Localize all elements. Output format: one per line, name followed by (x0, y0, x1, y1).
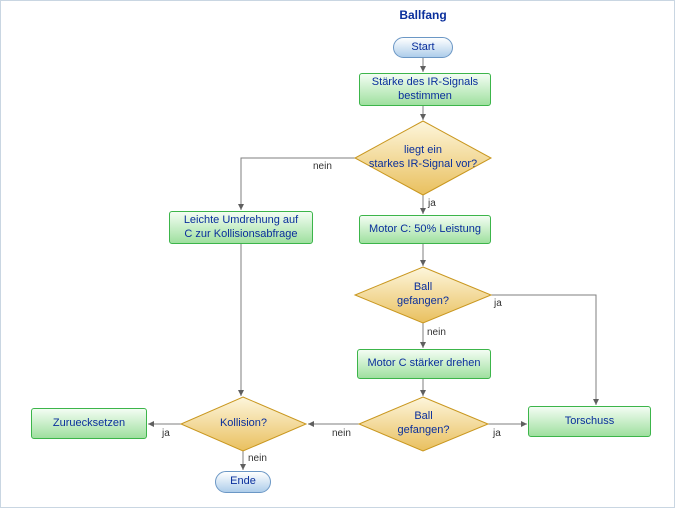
decision-ball2-shape (357, 396, 490, 452)
edge-ball1-yes-to-goalshot (491, 294, 599, 405)
decision-collision-shape (179, 396, 308, 452)
edge-label-collision-no: nein (248, 453, 267, 464)
node-ball-caught-2: Ball gefangen? (359, 397, 488, 451)
node-ball-caught-2-label: Ball gefangen? (397, 410, 450, 436)
edge-label-ball1-no: nein (427, 327, 446, 338)
edge-label-ir-yes: ja (428, 198, 436, 209)
decision-ball1-shape (353, 266, 493, 324)
node-end: Ende (215, 471, 271, 493)
node-motor-more: Motor C stärker drehen (357, 349, 491, 379)
edge-label-ball2-no: nein (332, 428, 351, 439)
node-motor-50: Motor C: 50% Leistung (359, 215, 491, 244)
node-reset-label: Zuruecksetzen (52, 416, 126, 429)
node-ir-measure-label: Stärke des IR-Signals bestimmen (371, 75, 479, 102)
edge-label-ball1-yes: ja (494, 298, 502, 309)
node-ball-caught-1-label: Ball gefangen? (397, 281, 449, 307)
node-rotation-label: Leichte Umdrehung auf C zur Kollisionsab… (183, 213, 299, 240)
node-collision-label: Kollision? (219, 417, 268, 430)
node-motor-more-label: Motor C stärker drehen (367, 357, 481, 370)
edge-label-collision-yes: ja (162, 428, 170, 439)
node-motor-50-label: Motor C: 50% Leistung (369, 222, 481, 235)
node-ir-decision: liegt ein starkes IR-Signal vor? (355, 121, 491, 195)
decision-ir-shape (353, 120, 493, 196)
node-ir-decision-label: liegt ein starkes IR-Signal vor? (368, 144, 478, 170)
node-rotation: Leichte Umdrehung auf C zur Kollisionsab… (169, 211, 313, 244)
node-start: Start (393, 37, 453, 58)
edge-label-ball2-yes: ja (493, 428, 501, 439)
node-start-label: Start (411, 40, 435, 53)
edge-label-ir-no: nein (313, 161, 332, 172)
edge-ir-no-to-rotation (238, 157, 355, 210)
node-goal-shot: Torschuss (528, 406, 651, 437)
node-collision: Kollision? (181, 397, 306, 451)
node-goal-shot-label: Torschuss (564, 414, 615, 427)
diagram-title: Ballfang (399, 8, 447, 22)
node-end-label: Ende (230, 475, 256, 488)
node-ir-measure: Stärke des IR-Signals bestimmen (359, 73, 491, 106)
node-reset: Zuruecksetzen (31, 408, 147, 439)
node-ball-caught-1: Ball gefangen? (355, 267, 491, 323)
